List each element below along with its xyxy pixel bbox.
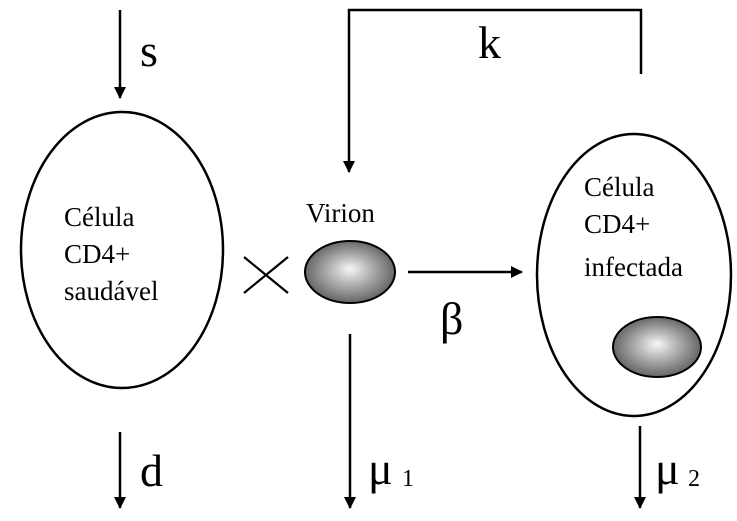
infected-death-subscript: 2: [688, 466, 700, 492]
infection-rate-label: β: [440, 293, 463, 344]
internal-virion-particle: [612, 316, 702, 378]
interaction-symbol: [243, 256, 289, 294]
infected-cell-label-line1: Célula: [584, 172, 654, 202]
infected-cell-label-line3: infectada: [584, 252, 683, 282]
infected-cell-label-line2: CD4+: [584, 209, 650, 239]
production-rate-label: k: [478, 17, 501, 68]
infected-death-rate-label: μ: [655, 443, 680, 494]
virion-label: Virion: [306, 198, 375, 228]
virion-clearance-rate-label: μ: [368, 443, 393, 494]
virion-clearance-subscript: 1: [402, 466, 414, 492]
virion-particle: [304, 240, 396, 304]
production-feedback-arrow: [343, 8, 643, 173]
healthy-death-rate-label: d: [140, 445, 163, 496]
healthy-cell-ellipse: [19, 110, 225, 390]
source-rate-label: s: [140, 25, 158, 76]
healthy-cell-label-line3: saudável: [64, 276, 158, 306]
healthy-cell-label-line1: Célula: [64, 202, 134, 232]
healthy-cell-label-line2: CD4+: [64, 239, 130, 269]
